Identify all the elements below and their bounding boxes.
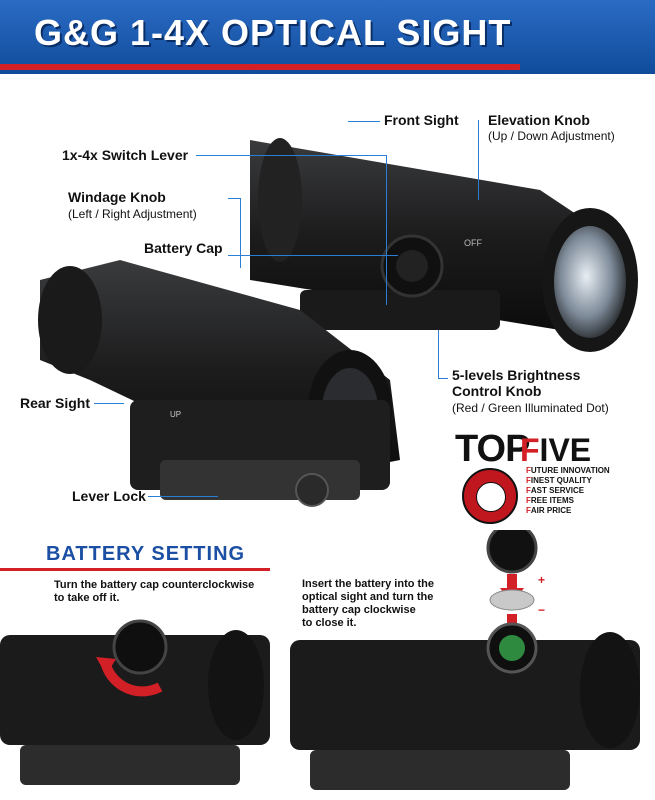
topfive-item: FAIR PRICE: [526, 506, 572, 515]
battery-cap-icon: [486, 530, 538, 574]
label-front-sight: Front Sight: [384, 112, 459, 128]
topfive-item: FUTURE INNOVATION: [526, 466, 610, 475]
callout-line-windage-v: [240, 198, 241, 268]
battery-step2-photo: + −: [290, 530, 640, 790]
off-marking: OFF: [464, 238, 482, 248]
callout-line-switch-lever: [196, 155, 386, 156]
label-switch-lever: 1x-4x Switch Lever: [62, 147, 189, 163]
callout-line-brightness: [438, 330, 439, 378]
callout-line-lever-lock: [148, 496, 218, 497]
gg-seal-icon: [462, 468, 518, 524]
battery-coin-icon: [489, 589, 535, 611]
callout-line-brightness-h: [438, 378, 448, 379]
callout-line-rear-sight: [94, 403, 124, 404]
banner-red-stripe: [0, 64, 520, 70]
label-brightness-2: Control Knob: [452, 383, 542, 399]
minus-sign: −: [538, 603, 545, 617]
battery-step1-text: Turn the battery cap counterclockwise to…: [54, 579, 255, 604]
callout-line-front-sight: [348, 121, 380, 122]
label-windage-knob: Windage Knob: [68, 189, 166, 205]
battery-setting-title: BATTERY SETTING: [46, 543, 246, 565]
scope-upper: OFF: [250, 138, 638, 352]
topfive-list: FUTURE INNOVATION FINEST QUALITY FAST SE…: [526, 466, 610, 516]
scope-lower: [38, 260, 400, 507]
battery-step2-text: Insert the battery into the optical sigh…: [302, 578, 435, 629]
topfive-item: FREE ITEMS: [526, 496, 575, 505]
callout-line-battery-cap: [228, 255, 398, 256]
callout-line-switch-lever-v: [386, 155, 387, 305]
label-elevation-sub: (Up / Down Adjustment): [488, 129, 615, 143]
label-windage-sub: (Left / Right Adjustment): [68, 207, 197, 221]
label-lever-lock: Lever Lock: [72, 488, 146, 504]
battery-step1-photo: [0, 619, 270, 785]
plus-sign: +: [538, 573, 545, 587]
scope-illustration: OFF: [38, 138, 638, 507]
topfive-item: FAST SERVICE: [526, 486, 585, 495]
callout-line-windage: [228, 198, 240, 199]
label-brightness-1: 5-levels Brightness: [452, 367, 581, 383]
label-battery-cap: Battery Cap: [144, 240, 223, 256]
page-title: G&G 1-4X OPTICAL SIGHT: [34, 12, 512, 53]
counterclockwise-arrow-icon: [101, 663, 163, 697]
label-brightness-sub: (Red / Green Illuminated Dot): [452, 401, 609, 415]
topfive-item: FINEST QUALITY: [526, 476, 592, 485]
topfive-top: TOP: [455, 428, 530, 470]
battery-setting-underline: [0, 568, 270, 571]
label-rear-sight: Rear Sight: [20, 395, 91, 411]
title-banner: [0, 0, 655, 74]
topfive-five: FIVE: [520, 432, 592, 468]
up-marking: UP: [170, 410, 182, 419]
callout-line-elevation: [478, 120, 479, 200]
label-elevation-knob: Elevation Knob: [488, 112, 590, 128]
